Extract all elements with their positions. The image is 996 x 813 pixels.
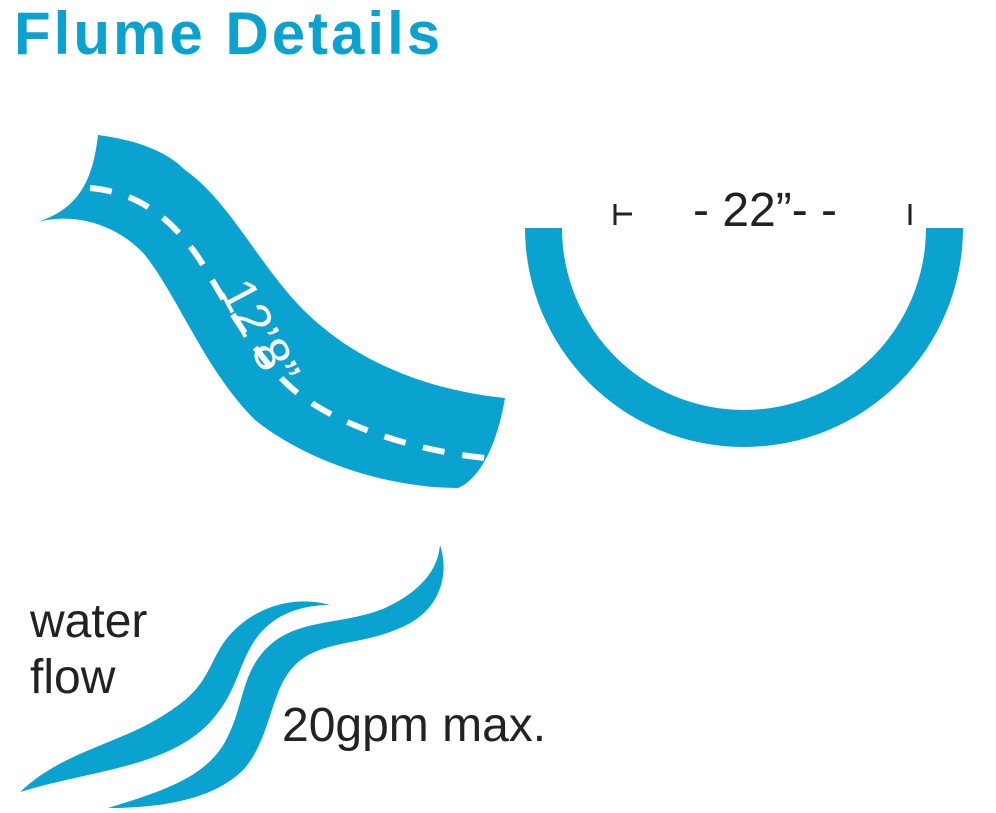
water-flow-label-line2: flow (30, 651, 116, 704)
wave-right (108, 545, 444, 808)
page-title: Flume Details (14, 0, 444, 67)
water-flow-label-line1: water (29, 595, 147, 648)
flume-cross-section: - 22”- - (525, 184, 963, 447)
slide-body (38, 135, 505, 488)
flow-rate-label: 20gpm max. (282, 699, 546, 752)
cross-section-width-label: - 22”- - (693, 184, 837, 237)
slide-dashed-centerline (89, 185, 486, 461)
water-flow-waves-icon (20, 545, 444, 808)
slide-flume-shape: 12’8” (38, 135, 505, 488)
cross-section-arc (525, 228, 963, 447)
wave-left (20, 601, 330, 792)
